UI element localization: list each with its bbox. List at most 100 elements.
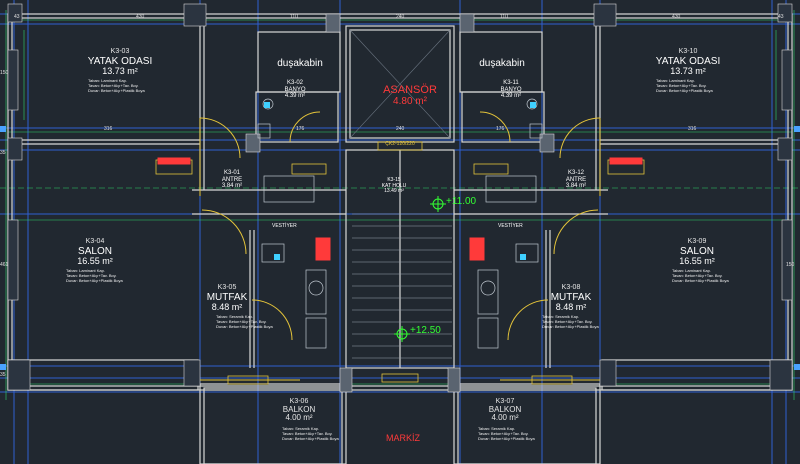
- room-name: YATAK ODASI: [655, 55, 721, 67]
- dim-mid-2: 176: [296, 126, 305, 132]
- room-name: KAT HOLU: [381, 182, 407, 189]
- room-code: K3-02: [286, 80, 303, 86]
- room-code: K3-09: [687, 238, 707, 245]
- room-name: YATAK ODASI: [87, 55, 153, 67]
- note-wall: Duvar: Beton+Alçı+Plastik Boya: [216, 324, 273, 330]
- room-notes-k3-07: Taban: Seramik Kap. Tavan: Beton+Alçı+Ta…: [478, 426, 535, 442]
- room-code: K3-12: [567, 170, 584, 176]
- room-code: K3-05: [217, 284, 237, 291]
- room-name: MUTFAK: [550, 291, 592, 303]
- room-area: 4.39 m²: [284, 93, 306, 100]
- dim-top-6: 430: [672, 14, 681, 20]
- room-code: K3-15: [387, 177, 401, 183]
- note-floor: Taban: Laminant Kap.: [672, 268, 711, 273]
- dim-top-4: 240: [396, 14, 405, 20]
- note-floor: Taban: Seramik Kap.: [282, 426, 320, 431]
- room-notes-k3-03: Taban: Laminant Kap. Tavan: Beton+Alçı+T…: [88, 78, 145, 94]
- room-name: BALKON: [488, 404, 522, 414]
- room-name: MUTFAK: [206, 291, 248, 303]
- dim-mid-4: 176: [496, 126, 505, 132]
- room-notes-k3-05: Taban: Seramik Kap. Tavan: Beton+Alçı+Ta…: [216, 314, 273, 330]
- room-notes-k3-10: Taban: Laminant Kap. Tavan: Beton+Alçı+T…: [656, 78, 713, 94]
- room-name: ASANSÖR: [383, 84, 437, 96]
- columns: [245, 13, 555, 393]
- dim-top-5: 110: [500, 14, 508, 20]
- room-code: K3-11: [503, 80, 519, 86]
- dim-top-1: 43: [14, 14, 20, 20]
- room-k3-11: K3-11 BANYO 4.39 m²: [488, 80, 534, 100]
- room-k3-10: K3-10 YATAK ODASI 13.73 m²: [648, 48, 728, 77]
- dim-top-3: 110: [290, 14, 298, 20]
- room-code: K3-06: [289, 398, 309, 405]
- room-area: 8.48 m²: [211, 301, 243, 312]
- dim-mid-1: 316: [104, 126, 113, 132]
- door-tag: ÇK2-120/220: [385, 141, 415, 147]
- dim-side-3: 461: [0, 262, 9, 268]
- note-ceiling: Tavan: Beton+Alçı+Tav. Boy.: [216, 319, 267, 325]
- elevator-shaft-mark: [349, 29, 451, 139]
- room-k3-05: K3-05 MUTFAK 8.48 m²: [198, 284, 256, 313]
- room-area: 13.49 m²: [384, 188, 404, 194]
- room-kat-holu: K3-15 KAT HOLU 13.49 m²: [368, 177, 420, 195]
- room-code: K3-04: [85, 238, 105, 245]
- room-area: 8.48 m²: [555, 301, 587, 312]
- room-name: BALKON: [282, 404, 316, 414]
- dim-mid-3: 240: [396, 126, 405, 132]
- note-floor: Taban: Seramik Kap.: [216, 314, 254, 319]
- note-ceiling: Tavan: Beton+Alçı+Tav. Boy.: [478, 431, 529, 437]
- room-notes-k3-04: Taban: Laminant Kap. Tavan: Beton+Alçı+T…: [66, 268, 123, 284]
- note-ceiling: Tavan: Beton+Alçı+Tav. Boy.: [656, 83, 707, 89]
- room-area: 3.84 m²: [565, 183, 587, 190]
- room-code: K3-10: [678, 48, 698, 55]
- room-asansor: ASANSÖR 4.80 m²: [376, 84, 444, 107]
- room-name: ANTRE: [565, 176, 587, 183]
- room-area: 3.84 m²: [221, 183, 243, 190]
- door-swings: [199, 111, 601, 381]
- room-code: K3-07: [495, 398, 515, 405]
- note-ceiling: Tavan: Beton+Alçı+Tav. Boy.: [282, 431, 333, 437]
- room-name: SALON: [680, 245, 714, 257]
- fixtures: [257, 98, 543, 349]
- room-area: 13.73 m²: [670, 65, 706, 76]
- room-area: 4.00 m²: [491, 413, 519, 423]
- markiz-label: MARKİZ: [386, 433, 421, 443]
- note-floor: Taban: Laminant Kap.: [88, 78, 127, 83]
- axis-tags: [0, 126, 800, 370]
- dim-top-7: 43: [778, 14, 784, 20]
- dusakabin-right: duşakabin: [479, 58, 525, 69]
- room-name: SALON: [78, 245, 112, 257]
- vestiyer-right: VESTİYER: [498, 223, 523, 229]
- room-area: 13.73 m²: [102, 65, 138, 76]
- room-area: 4.80 m²: [393, 96, 427, 108]
- vestiyer-left: VESTİYER: [272, 223, 297, 229]
- room-area: 4.39 m²: [500, 93, 522, 100]
- room-notes-k3-09: Taban: Laminant Kap. Tavan: Beton+Alçı+T…: [672, 268, 729, 284]
- room-area: 4.00 m²: [285, 413, 313, 423]
- cyan-items: [264, 102, 536, 260]
- note-ceiling: Tavan: Beton+Alçı+Tav. Boy.: [88, 83, 139, 89]
- dusakabin-left: duşakabin: [277, 58, 323, 69]
- note-ceiling: Tavan: Beton+Alçı+Tav. Boy.: [542, 319, 593, 325]
- room-k3-06: K3-06 BALKON 4.00 m²: [276, 398, 322, 423]
- room-code: K3-01: [223, 170, 240, 176]
- room-notes-k3-06: Taban: Seramik Kap. Tavan: Beton+Alçı+Ta…: [282, 426, 339, 442]
- dim-side-5: 150: [786, 262, 795, 268]
- elevation-bottom: +12.50: [410, 325, 441, 336]
- elevation-markers: [394, 196, 446, 342]
- dim-side-2: 35: [0, 150, 6, 156]
- room-code: K3-08: [561, 284, 581, 291]
- note-wall: Duvar: Beton+Alçı+Plastik Boya: [88, 88, 145, 94]
- note-floor: Taban: Laminant Kap.: [66, 268, 105, 273]
- room-area: 16.55 m²: [679, 255, 715, 266]
- room-notes-k3-08: Taban: Seramik Kap. Tavan: Beton+Alçı+Ta…: [542, 314, 599, 330]
- stairs: [352, 213, 452, 359]
- note-wall: Duvar: Beton+Alçı+Plastik Boya: [672, 278, 729, 284]
- note-ceiling: Tavan: Beton+Alçı+Tav. Boy.: [66, 273, 117, 279]
- note-wall: Duvar: Beton+Alçı+Plastik Boya: [282, 436, 339, 442]
- note-floor: Taban: Seramik Kap.: [478, 426, 516, 431]
- note-ceiling: Tavan: Beton+Alçı+Tav. Boy.: [672, 273, 723, 279]
- room-k3-09: K3-09 SALON 16.55 m²: [662, 238, 732, 267]
- dim-side-4: 35: [0, 372, 6, 378]
